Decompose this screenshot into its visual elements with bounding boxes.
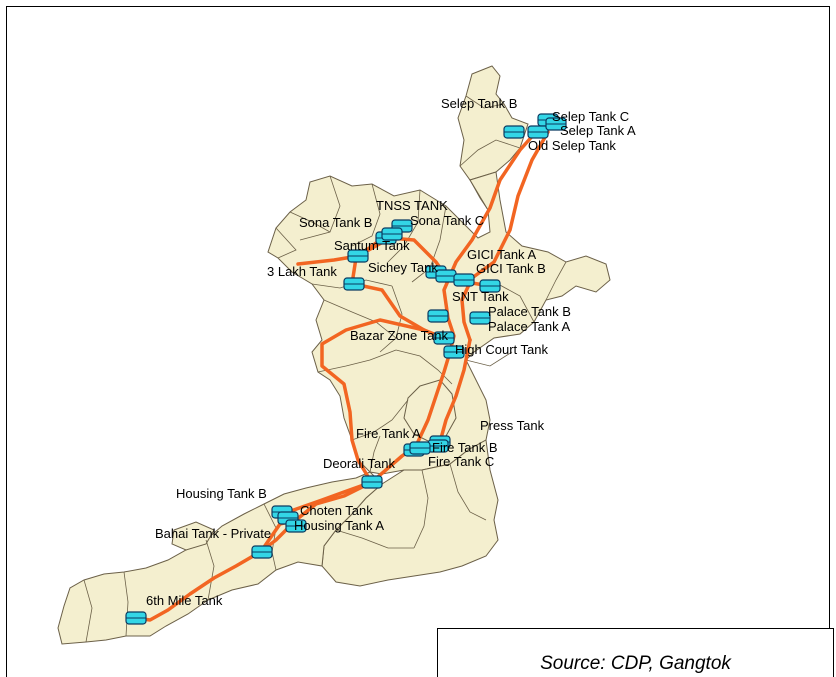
ward-borders	[83, 95, 567, 643]
deorali-tank-marker[interactable]	[361, 475, 383, 489]
pipeline-segment-3	[438, 338, 472, 444]
choten-tank-label: Choten Tank	[300, 503, 373, 518]
map-frame	[6, 6, 830, 677]
gici-tank-b-marker[interactable]	[479, 279, 501, 293]
fire-tank-a-label: Fire Tank A	[356, 426, 421, 441]
housing-tank-b-label: Housing Tank B	[176, 486, 267, 501]
ward-border-12	[545, 261, 567, 301]
tnss-tank-label: TNSS TANK	[376, 198, 448, 213]
ward-border-16	[449, 463, 487, 521]
ward-border-11	[497, 283, 535, 323]
selep-tank-a-label: Selep Tank A	[560, 123, 636, 138]
housing-tank-a-marker[interactable]	[285, 519, 307, 533]
palace-tank-b-marker[interactable]	[469, 311, 491, 325]
press-tank-label: Press Tank	[480, 418, 545, 433]
palace-tank-b-label: Palace Tank B	[488, 304, 571, 319]
3-lakh-tank-label: 3 Lakh Tank	[267, 264, 337, 279]
sona-tank-c-marker[interactable]	[381, 227, 403, 241]
3-lakh-tank-marker[interactable]	[343, 277, 365, 291]
6th-mile-tank-marker[interactable]	[125, 611, 147, 625]
sona-tank-b-label: Sona Tank B	[299, 215, 372, 230]
sona-tank-c-label: Sona Tank C	[410, 213, 484, 228]
selep-tank-a-marker[interactable]	[527, 125, 549, 139]
palace-tank-a-label: Palace Tank A	[488, 319, 570, 334]
snt-tank-label: SNT Tank	[452, 289, 509, 304]
ward-border-13	[351, 399, 409, 441]
selep-tank-b-marker[interactable]	[503, 125, 525, 139]
ward-border-23	[459, 139, 521, 167]
ward-border-24	[465, 95, 505, 109]
deorali-tank-label: Deorali Tank	[323, 456, 396, 471]
ward-border-2	[351, 183, 381, 247]
bahai-tank-private-label: Bahai Tank - Private	[155, 526, 271, 541]
fire-tank-b-label: Fire Tank B	[432, 440, 498, 455]
6th-mile-tank-label: 6th Mile Tank	[146, 593, 223, 608]
selep-tank-b-label: Selep Tank B	[441, 96, 517, 111]
selep-tank-c-label: Selep Tank C	[552, 109, 629, 124]
ward-border-8	[317, 349, 397, 373]
fire-tank-c-marker[interactable]	[409, 441, 431, 455]
fire-tank-b-marker[interactable]	[427, 439, 449, 453]
ward-border-9	[395, 349, 453, 385]
ward-border-3	[387, 189, 421, 263]
ward-border-21	[83, 579, 93, 643]
ward-border-4	[411, 205, 447, 283]
source-caption: Source: CDP, Gangtok	[540, 653, 731, 674]
pipeline-segment-6	[286, 480, 374, 514]
fire-tank-c-label: Fire Tank C	[428, 454, 494, 469]
sichey-tank-label: Sichey Tank	[368, 260, 438, 275]
high-court-tank-label: High Court Tank	[455, 342, 548, 357]
ward-border-25	[289, 211, 331, 233]
pipeline-segment-5	[320, 318, 426, 482]
ward-border-20	[123, 571, 129, 637]
ward-border-7	[323, 299, 397, 339]
bazar-zone-tank-marker[interactable]	[433, 331, 455, 345]
ward-border-15	[413, 469, 429, 549]
snt-tank-marker[interactable]	[453, 273, 475, 287]
bahai-tank-private-marker[interactable]	[251, 545, 273, 559]
ward-border-14	[369, 435, 381, 473]
ward-border-17	[335, 529, 414, 549]
housing-tank-a-label: Housing Tank A	[294, 518, 384, 533]
old-selep-tank-marker[interactable]	[545, 117, 567, 131]
pipeline-segment-4	[352, 282, 446, 340]
ward-border-22	[469, 179, 489, 211]
santum-tank-marker[interactable]	[347, 249, 369, 263]
palace-tank-a-marker[interactable]	[427, 309, 449, 323]
pipeline-segment-2	[460, 130, 550, 342]
old-selep-tank-label: Old Selep Tank	[528, 138, 616, 153]
ward-border-26	[275, 227, 297, 259]
land-west-stub	[171, 521, 215, 551]
bazar-zone-tank-label: Bazar Zone Tank	[350, 328, 449, 343]
ward-border-10	[465, 351, 513, 367]
ward-border-1	[299, 175, 341, 241]
high-court-tank-marker[interactable]	[443, 345, 465, 359]
land-north-selep	[457, 65, 529, 181]
gici-tank-a-marker[interactable]	[435, 269, 457, 283]
santum-tank-label: Santum Tank	[334, 238, 410, 253]
gici-tank-a-label: GICI Tank A	[467, 247, 536, 262]
gici-tank-b-label: GICI Tank B	[476, 261, 546, 276]
ward-border-19	[205, 539, 215, 601]
tank-markers	[125, 113, 567, 625]
land-central-north	[267, 171, 611, 475]
source-box: Source: CDP, Gangtok	[437, 628, 834, 677]
